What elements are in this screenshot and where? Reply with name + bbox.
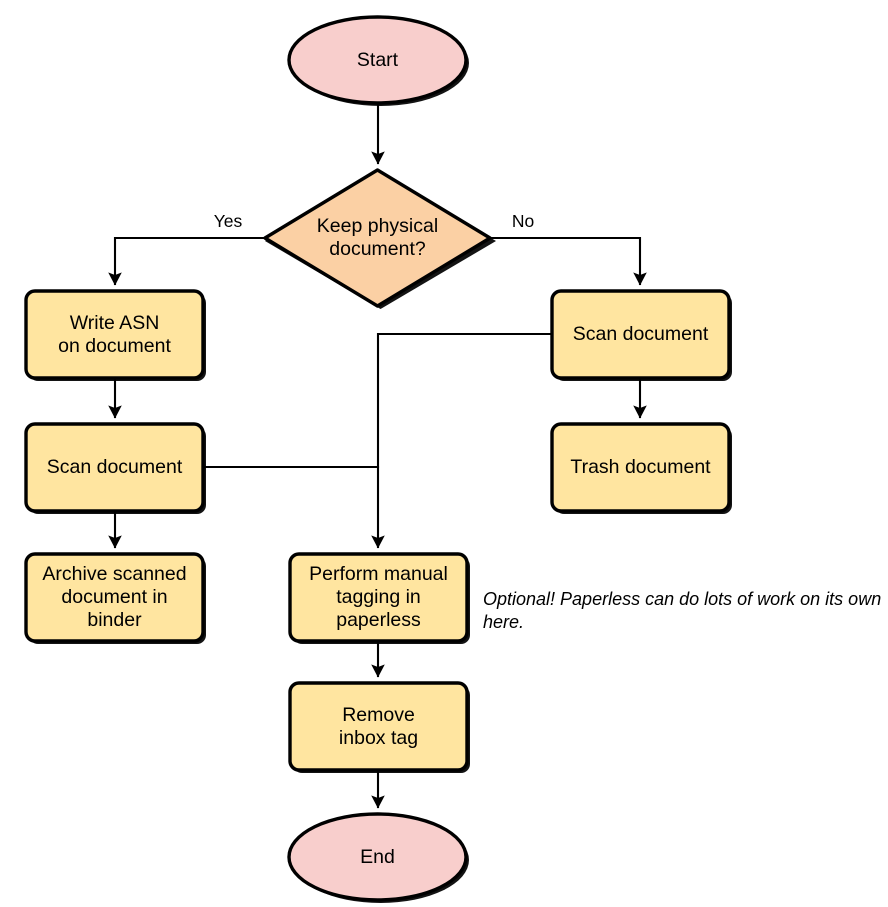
node-start-shape[interactable] [287, 15, 468, 105]
edge-decision-no [488, 236, 647, 286]
node-tagging-shape[interactable] [288, 552, 469, 643]
node-trash-document-shape[interactable] [550, 422, 731, 513]
edge-scan-right-to-tagging [371, 332, 554, 549]
edge-decision-yes [108, 236, 267, 286]
node-archive-shape[interactable] [24, 552, 205, 643]
node-scan-document-right-shape[interactable] [550, 289, 731, 380]
node-shapes [24, 15, 731, 902]
node-write-asn-shape[interactable] [24, 289, 205, 380]
connectors [108, 101, 647, 809]
node-remove-inbox-shape[interactable] [288, 681, 469, 772]
node-decision-shape[interactable] [263, 168, 492, 308]
node-scan-document-left-shape[interactable] [24, 422, 205, 513]
node-end-shape[interactable] [287, 812, 468, 902]
